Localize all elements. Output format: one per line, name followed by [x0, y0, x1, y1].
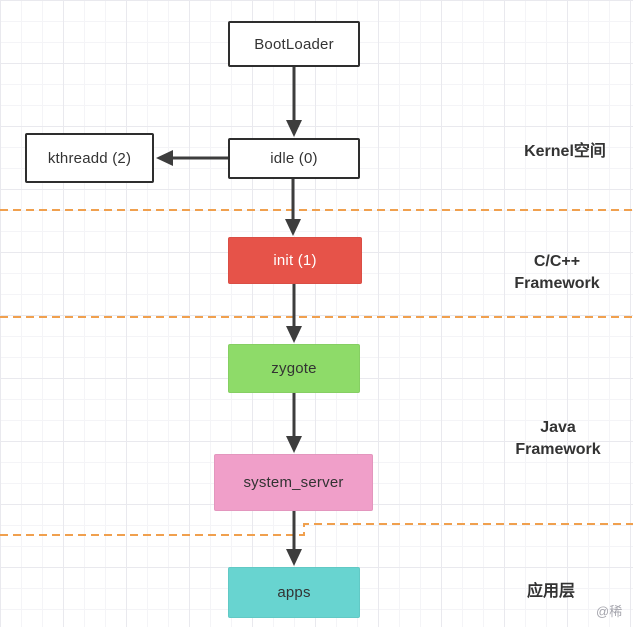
node-kthreadd: kthreadd (2) — [25, 133, 154, 183]
node-zygote: zygote — [228, 344, 360, 393]
node-idle: idle (0) — [228, 138, 360, 179]
node-bootloader: BootLoader — [228, 21, 360, 67]
node-apps: apps — [228, 567, 360, 618]
node-system-server: system_server — [214, 454, 373, 511]
arrowhead-bootloader-idle — [286, 120, 302, 137]
arrowhead-systemserver-apps — [286, 549, 302, 566]
arrowhead-idle-init — [285, 219, 301, 236]
layer-label-app-layer: 应用层 — [526, 583, 575, 600]
arrowhead-zygote-systemserver — [286, 436, 302, 453]
layer-label-cpp-framework: C/C++ Framework — [514, 253, 600, 292]
layer-label-java-framework: Java Framework — [515, 419, 601, 458]
node-init: init (1) — [228, 237, 362, 284]
layer-label-kernel-space: Kernel空间 — [524, 143, 606, 160]
arrowhead-init-zygote — [286, 326, 302, 343]
divider-java-app — [0, 523, 633, 536]
arrowhead-idle-kthreadd — [156, 150, 173, 166]
watermark: @稀 — [596, 604, 623, 619]
